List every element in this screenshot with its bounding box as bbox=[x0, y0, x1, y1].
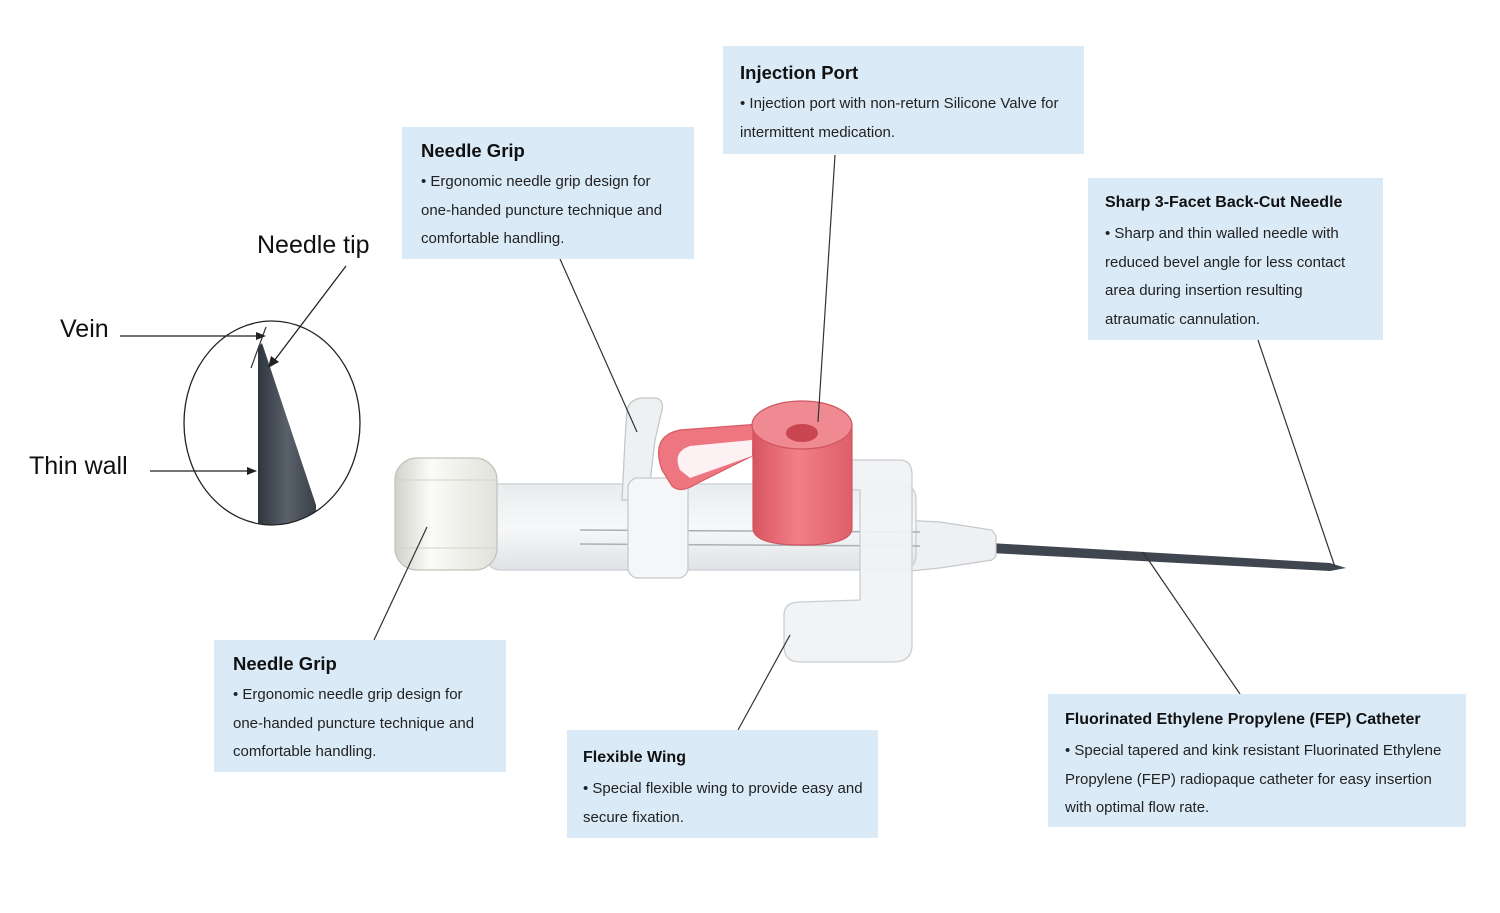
leader-flexible-wing bbox=[737, 634, 791, 731]
leader-injection-port bbox=[817, 154, 836, 423]
leader-needle-grip-top bbox=[559, 258, 638, 433]
needle-tip-shape bbox=[258, 343, 316, 525]
callout-title: Flexible Wing bbox=[583, 749, 686, 766]
grip-collar bbox=[627, 477, 689, 579]
callout-body: • Ergonomic needle grip design for one-h… bbox=[421, 173, 663, 247]
needle-tip-label: Needle tip bbox=[257, 231, 370, 259]
luer-cap bbox=[394, 457, 498, 571]
port-cap-shape bbox=[752, 424, 853, 546]
callout-title: Injection Port bbox=[740, 62, 859, 83]
vein-label: Vein bbox=[60, 315, 109, 343]
needle-shaft bbox=[990, 543, 1346, 571]
catheter-hub bbox=[899, 519, 997, 573]
port-cap-strap-hole bbox=[677, 440, 752, 478]
callout-fep-catheter: Fluorinated Ethylene Propylene (FEP) Cat… bbox=[1048, 694, 1466, 827]
callout-body: • Special tapered and kink resistant Flu… bbox=[1065, 742, 1442, 816]
callout-title: Needle Grip bbox=[233, 653, 337, 674]
port-cap-hole bbox=[786, 424, 818, 442]
callout-body: • Sharp and thin walled needle with redu… bbox=[1105, 225, 1346, 328]
callout-body: • Injection port with non-return Silicon… bbox=[740, 95, 1059, 141]
callout-title: Fluorinated Ethylene Propylene (FEP) Cat… bbox=[1065, 711, 1421, 728]
callout-body: • Ergonomic needle grip design for one-h… bbox=[233, 686, 475, 760]
needle-tip-inset bbox=[120, 265, 361, 526]
needle-tip-arrow bbox=[273, 265, 347, 362]
needle-grip-tab bbox=[621, 397, 664, 501]
callout-needle-grip-top: Needle Grip • Ergonomic needle grip desi… bbox=[402, 127, 694, 259]
leader-sharp-needle bbox=[1257, 339, 1336, 568]
thin-wall-arrowhead bbox=[247, 467, 257, 475]
inset-outline bbox=[183, 320, 361, 526]
callout-flexible-wing: Flexible Wing • Special flexible wing to… bbox=[567, 730, 878, 838]
flexible-wing-shape bbox=[783, 459, 913, 663]
callout-needle-grip-bottom: Needle Grip • Ergonomic needle grip desi… bbox=[214, 640, 506, 772]
needle-tip-arrowhead bbox=[268, 356, 279, 368]
callout-title: Needle Grip bbox=[421, 140, 525, 161]
callout-sharp-needle: Sharp 3-Facet Back-Cut Needle • Sharp an… bbox=[1088, 178, 1383, 340]
callout-injection-port: Injection Port • Injection port with non… bbox=[723, 46, 1084, 154]
thin-wall-label: Thin wall bbox=[29, 452, 128, 480]
callout-title: Sharp 3-Facet Back-Cut Needle bbox=[1105, 194, 1343, 211]
callout-body: • Special flexible wing to provide easy … bbox=[583, 780, 863, 826]
leader-lines bbox=[373, 154, 1336, 731]
iv-cannula-device bbox=[394, 397, 1346, 663]
leader-needle-grip-bottom bbox=[373, 526, 428, 641]
vein-arrowhead bbox=[256, 332, 266, 340]
leader-fep-catheter bbox=[1142, 551, 1241, 695]
vein-wall-line bbox=[250, 326, 267, 369]
